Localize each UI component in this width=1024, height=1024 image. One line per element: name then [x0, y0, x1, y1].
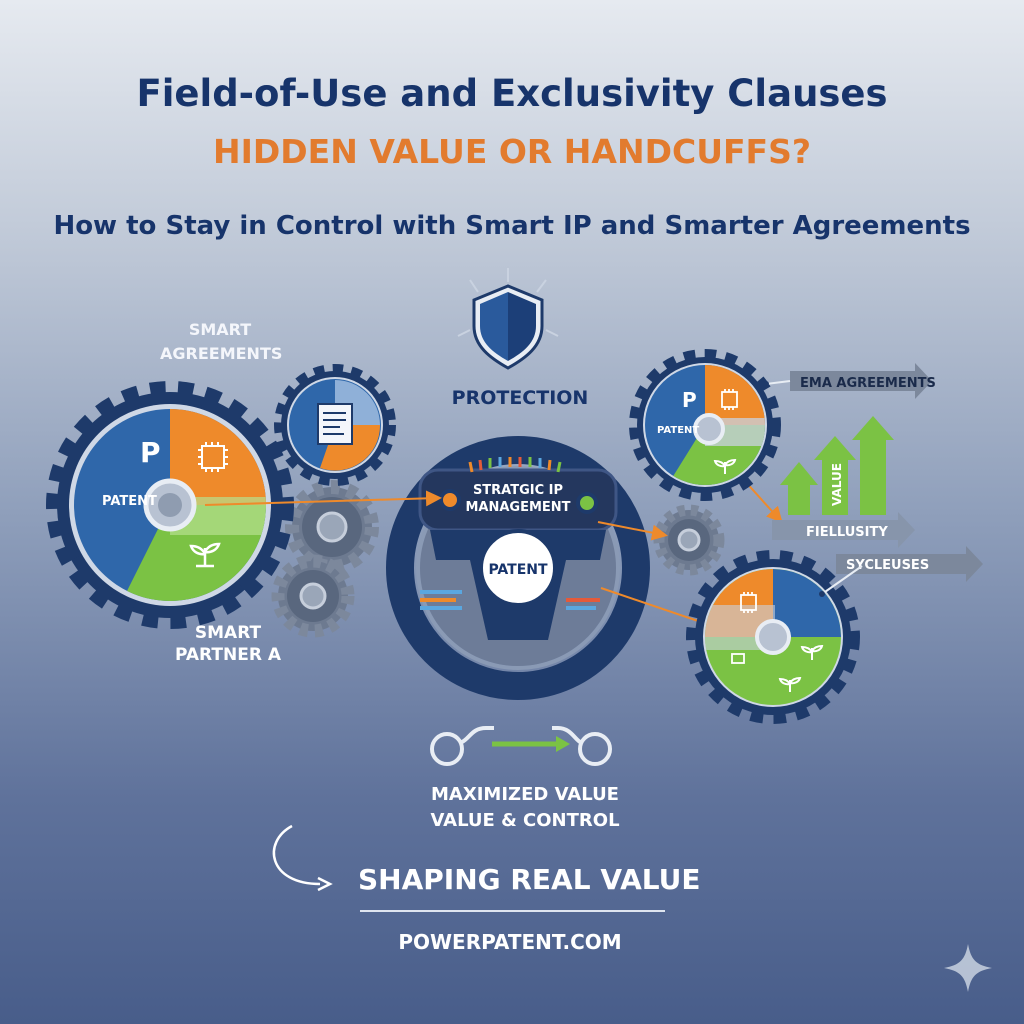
left-patent-gear: P PATENT: [57, 392, 290, 630]
smart-agreements-label: SMART AGREEMENTS: [160, 318, 280, 366]
wheel-label-line1: STRATGIC IP: [473, 483, 563, 498]
shaping-real-value-heading: SHAPING REAL VALUE: [358, 863, 668, 896]
small-gear-2: [278, 561, 348, 631]
smart-agreements-line1: SMART: [160, 318, 280, 342]
sparkle-icon: [944, 944, 992, 992]
fiellusity-arrow-label: FIELLUSITY: [806, 525, 888, 540]
maximized-line1: MAXIMIZED VALUE: [400, 782, 650, 808]
right-gear-p-letter: P: [682, 388, 697, 412]
small-gear-1: [292, 487, 372, 567]
value-growth-arrows: VALUE: [780, 416, 894, 515]
agreements-gear: [281, 371, 389, 479]
protection-label: PROTECTION: [440, 387, 600, 409]
left-gear-patent-label: PATENT: [102, 494, 157, 509]
wheel-center-label: PATENT: [488, 562, 548, 578]
left-gear-p-letter: P: [140, 436, 161, 469]
right-gear-patent-label: PATENT: [657, 425, 699, 436]
small-gear-3: [659, 510, 719, 570]
smart-partner-line1: SMART: [168, 622, 288, 644]
curved-arrow-icon: [274, 826, 320, 884]
clauses-arrow: SYCLEUSES: [836, 546, 983, 582]
value-label: VALUE: [830, 463, 844, 506]
wheel-label-line2: MANAGEMENT: [465, 500, 570, 515]
divider: [360, 910, 665, 912]
lower-right-gear: [695, 559, 851, 715]
steering-wheel: PATENT STRATGIC IP MANAGEMENT: [400, 450, 636, 686]
agreements-arrow-label: EMA AGREEMENTS: [800, 376, 936, 391]
agreements-arrow: EMA AGREEMENTS: [790, 363, 936, 399]
shield-icon: [458, 268, 558, 368]
clauses-arrow-label: SYCLEUSES: [846, 558, 929, 573]
smart-partner-label: SMART PARTNER A: [168, 622, 288, 666]
website-link[interactable]: POWERPATENT.COM: [360, 930, 660, 954]
document-icon: [318, 404, 352, 444]
smart-partner-line2: PARTNER A: [168, 644, 288, 666]
maximized-line2: VALUE & CONTROL: [400, 808, 650, 834]
maximized-value-label: MAXIMIZED VALUE VALUE & CONTROL: [400, 782, 650, 834]
right-patent-gear: P PATENT: [637, 357, 773, 493]
fiellusity-arrow: FIELLUSITY: [772, 512, 915, 548]
smart-agreements-line2: AGREEMENTS: [160, 342, 280, 366]
